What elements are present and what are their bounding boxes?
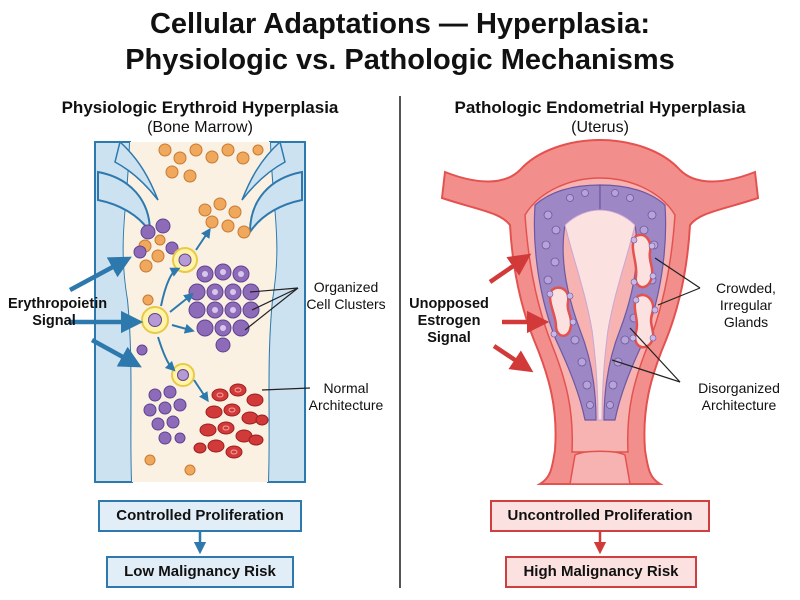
diagram-title: Cellular Adaptations — Hyperplasia: Phys… <box>0 6 800 78</box>
controlled-proliferation-box: Controlled Proliferation <box>98 500 302 532</box>
purple-cells-lower <box>143 385 187 445</box>
trabecula-top-left <box>114 140 159 201</box>
cervix <box>569 450 631 485</box>
differentiation-arrows <box>157 227 211 403</box>
disorganized-architecture-label: Disorganized Architecture <box>698 380 780 413</box>
uterus-illustration <box>440 138 760 485</box>
erythropoietin-signal-label: Erythropoietin Signal <box>8 296 108 329</box>
low-malignancy-risk-box: Low Malignancy Risk <box>106 556 294 588</box>
title-line-1: Cellular Adaptations — Hyperplasia: <box>149 8 651 40</box>
organized-clusters-label: Organized Cell Clusters <box>306 279 386 312</box>
left-panel-subtitle: (Bone Marrow) <box>147 119 253 136</box>
purple-cells-upper <box>133 218 179 259</box>
right-panel-subtitle: (Uterus) <box>571 119 629 136</box>
uncontrolled-proliferation-box: Uncontrolled Proliferation <box>490 500 710 532</box>
bone-marrow-illustration <box>68 140 311 483</box>
normal-architecture-label: Normal Architecture <box>308 380 384 413</box>
right-leader-lines <box>611 257 701 383</box>
red-cell-cluster <box>193 383 269 459</box>
estrogen-arrows <box>488 253 550 373</box>
left-panel-title: Physiologic Erythroid Hyperplasia <box>61 98 339 117</box>
high-malignancy-risk-box: High Malignancy Risk <box>505 556 697 588</box>
orange-cell-cluster <box>138 143 264 273</box>
left-leader-lines <box>244 287 311 391</box>
irregular-glands-label: Crowded, Irregular Glands <box>716 280 776 330</box>
stem-cells <box>141 247 198 387</box>
title-line-2: Physiologic vs. Pathologic Mechanisms <box>125 44 675 76</box>
trabecula-top-right <box>241 140 286 201</box>
right-panel-title: Pathologic Endometrial Hyperplasia <box>454 98 746 117</box>
flow-arrows <box>193 530 607 555</box>
panel-divider <box>399 96 401 588</box>
uterine-lumen <box>564 209 636 421</box>
erythropoietin-arrows <box>68 256 144 368</box>
gland-nuclei <box>546 236 659 342</box>
estrogen-signal-label: Unopposed Estrogen Signal <box>409 296 489 346</box>
irregular-glands <box>548 233 655 349</box>
